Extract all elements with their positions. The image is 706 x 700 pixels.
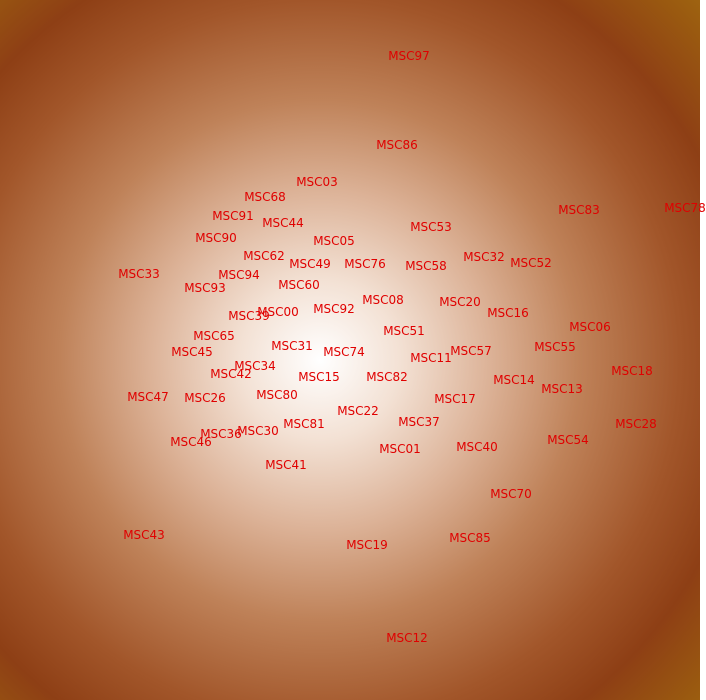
node-label-msc70: MSC70 (490, 487, 532, 501)
node-label-msc83: MSC83 (558, 203, 600, 217)
node-label-msc32: MSC32 (463, 250, 505, 264)
node-label-msc13: MSC13 (541, 382, 583, 396)
node-label-msc42: MSC42 (210, 367, 252, 381)
node-label-msc26: MSC26 (184, 391, 226, 405)
node-label-msc18: MSC18 (611, 364, 653, 378)
node-label-msc30: MSC30 (237, 424, 279, 438)
node-label-msc39: MSC39 (228, 309, 270, 323)
node-label-msc15: MSC15 (298, 370, 340, 384)
node-label-msc85: MSC85 (449, 531, 491, 545)
node-label-msc81: MSC81 (283, 417, 325, 431)
node-label-msc47: MSC47 (127, 390, 169, 404)
node-label-msc44: MSC44 (262, 216, 304, 230)
node-label-msc97: MSC97 (388, 49, 430, 63)
node-label-msc16: MSC16 (487, 306, 529, 320)
node-label-msc52: MSC52 (510, 256, 552, 270)
node-label-msc34: MSC34 (234, 359, 276, 373)
node-label-msc05: MSC05 (313, 234, 355, 248)
node-label-msc49: MSC49 (289, 257, 331, 271)
node-label-msc91: MSC91 (212, 209, 254, 223)
node-label-msc46: MSC46 (170, 435, 212, 449)
node-label-msc60: MSC60 (278, 278, 320, 292)
node-label-msc57: MSC57 (450, 344, 492, 358)
node-label-msc65: MSC65 (193, 329, 235, 343)
node-label-msc45: MSC45 (171, 345, 213, 359)
node-label-msc76: MSC76 (344, 257, 386, 271)
node-label-msc43: MSC43 (123, 528, 165, 542)
node-label-msc28: MSC28 (615, 417, 657, 431)
node-label-msc58: MSC58 (405, 259, 447, 273)
node-label-msc51: MSC51 (383, 324, 425, 338)
node-label-msc19: MSC19 (346, 538, 388, 552)
node-label-msc90: MSC90 (195, 231, 237, 245)
node-label-msc92: MSC92 (313, 302, 355, 316)
node-label-msc41: MSC41 (265, 458, 307, 472)
node-label-msc54: MSC54 (547, 433, 589, 447)
node-label-msc40: MSC40 (456, 440, 498, 454)
node-label-msc37: MSC37 (398, 415, 440, 429)
node-label-msc00: MSC00 (257, 305, 299, 319)
node-label-msc68: MSC68 (244, 190, 286, 204)
node-label-msc55: MSC55 (534, 340, 576, 354)
node-label-msc86: MSC86 (376, 138, 418, 152)
node-label-msc06: MSC06 (569, 320, 611, 334)
node-label-msc62: MSC62 (243, 249, 285, 263)
node-label-msc53: MSC53 (410, 220, 452, 234)
node-label-msc33: MSC33 (118, 267, 160, 281)
node-label-msc74: MSC74 (323, 345, 365, 359)
node-label-msc14: MSC14 (493, 373, 535, 387)
node-label-msc11: MSC11 (410, 351, 452, 365)
node-label-msc08: MSC08 (362, 293, 404, 307)
node-label-msc80: MSC80 (256, 388, 298, 402)
node-label-msc31: MSC31 (271, 339, 313, 353)
node-label-msc12: MSC12 (386, 631, 428, 645)
node-label-msc78: MSC78 (664, 201, 706, 215)
node-label-msc01: MSC01 (379, 442, 421, 456)
node-label-msc93: MSC93 (184, 281, 226, 295)
node-label-msc20: MSC20 (439, 295, 481, 309)
node-label-msc22: MSC22 (337, 404, 379, 418)
node-label-msc36: MSC36 (200, 427, 242, 441)
node-label-msc82: MSC82 (366, 370, 408, 384)
node-label-msc94: MSC94 (218, 268, 260, 282)
node-label-msc17: MSC17 (434, 392, 476, 406)
node-label-msc03: MSC03 (296, 175, 338, 189)
